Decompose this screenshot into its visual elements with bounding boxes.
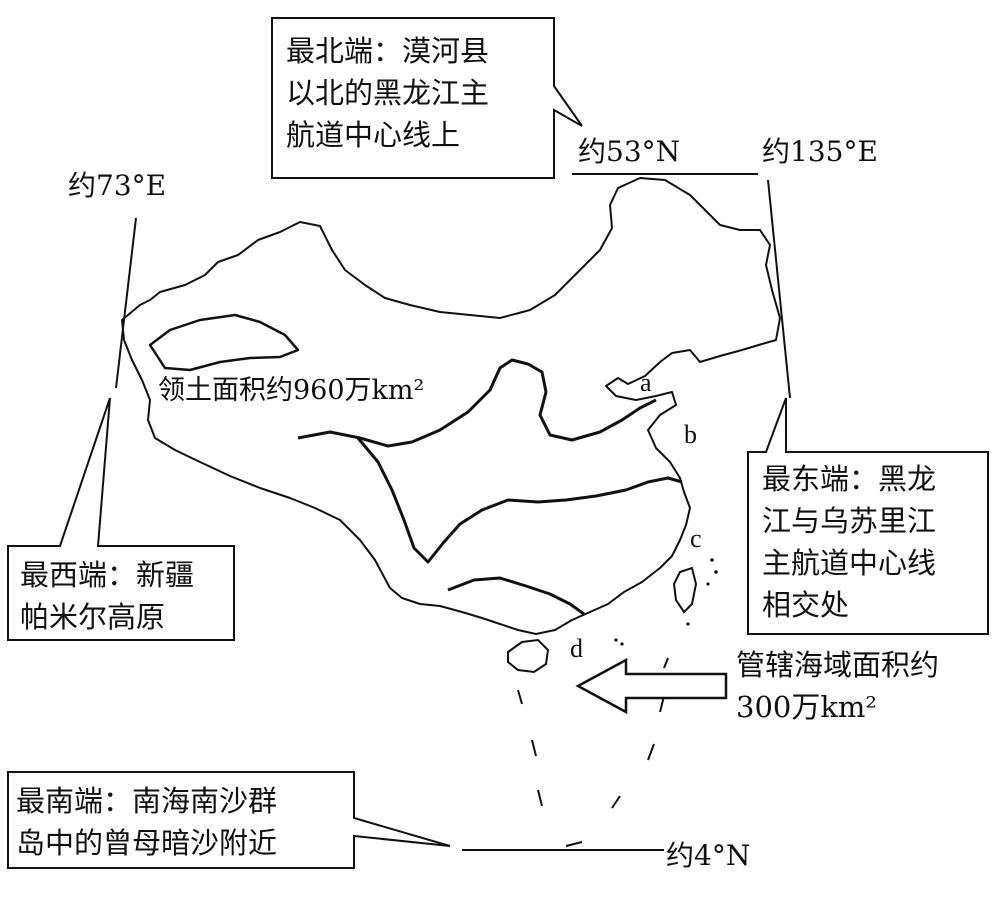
north-callout-box [271, 17, 583, 179]
label-c: c [690, 524, 702, 553]
south-latitude-label: 约4°N [666, 839, 751, 872]
north-callout-text: 最北端：漠河县 以北的黑龙江主 航道中心线上 [286, 34, 490, 152]
east-callout-box [747, 397, 989, 635]
tarim-basin-edge [148, 313, 300, 372]
land-area-label: 领土面积约960万km² [158, 375, 425, 406]
south-callout-text: 最南端：南海南沙群 岛中的曾母暗沙附近 [16, 784, 278, 860]
nine-dash-line [517, 657, 669, 847]
east-callout-text: 最东端：黑龙 江与乌苏里江 主航道中心线 相交处 [762, 462, 937, 622]
pearl-river [447, 576, 585, 616]
east-longitude-label: 约135°E [762, 135, 878, 168]
west-longitude-line [115, 217, 137, 389]
sea-area-label: 管辖海域面积约 300万km² [736, 648, 940, 724]
small-islands [614, 558, 718, 646]
taiwan-island [672, 566, 698, 614]
sea-area-arrow [575, 657, 728, 715]
hainan-island [507, 638, 550, 674]
yangtze-river [356, 437, 683, 564]
yellow-river [297, 358, 657, 448]
west-callout-box [7, 397, 235, 641]
north-latitude-label: 约53°N [578, 135, 681, 168]
west-longitude-label: 约73°E [68, 169, 167, 202]
south-callout-box [7, 771, 451, 869]
label-a: a [640, 368, 652, 397]
east-longitude-line [767, 179, 791, 399]
label-b: b [684, 420, 697, 449]
label-d: d [570, 634, 583, 663]
west-callout-text: 最西端：新疆 帕米尔高原 [20, 558, 195, 634]
china-border [121, 177, 781, 635]
